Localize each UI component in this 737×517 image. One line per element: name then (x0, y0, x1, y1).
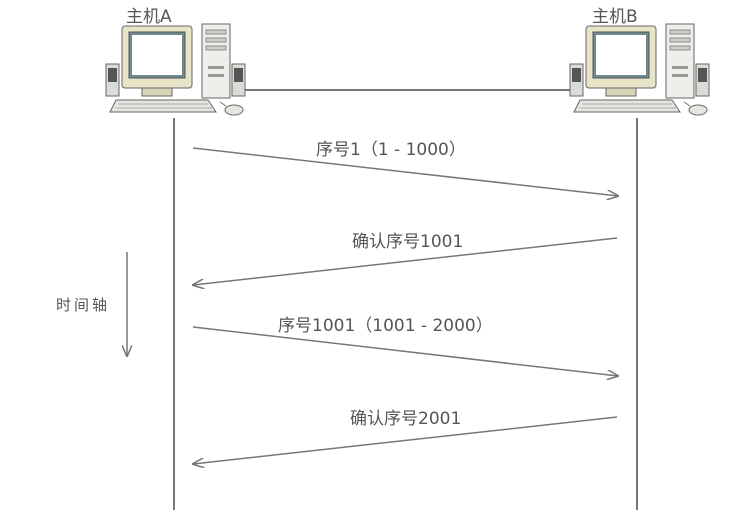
host-b-computer-icon (569, 23, 710, 116)
message-arrow-4 (193, 416, 618, 464)
host-a-label: 主机A (126, 7, 172, 27)
message-label-1: 序号1（1 - 1000） (316, 140, 466, 160)
message-arrow-3 (192, 326, 618, 376)
host-b-label: 主机B (592, 7, 638, 27)
message-arrow-1 (192, 147, 618, 196)
host-a-computer-icon (105, 23, 246, 116)
message-label-3: 序号1001（1001 - 2000） (278, 316, 493, 336)
time-axis-label: 时间轴 (56, 296, 111, 314)
message-arrow-2 (193, 237, 618, 285)
message-label-2: 确认序号1001 (352, 232, 464, 252)
message-label-4: 确认序号2001 (350, 409, 462, 429)
